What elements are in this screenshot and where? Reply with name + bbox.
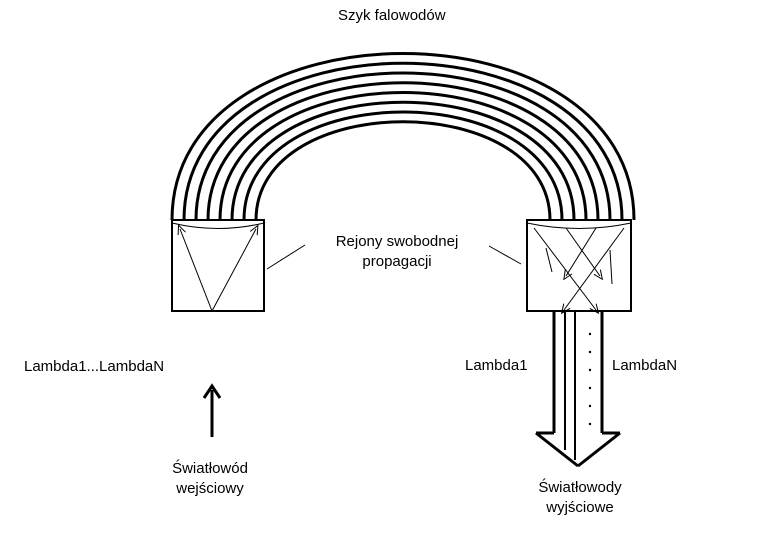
free-region-label: Rejony swobodnej propagacji [312, 232, 482, 272]
waveguide-2 [182, 61, 624, 221]
input-fiber-label-line1: Światłowód [172, 460, 248, 477]
free-region-leader-lines [266, 244, 522, 270]
output-lambda1-label: Lambda1 [465, 357, 528, 374]
waveguide-4 [206, 81, 600, 221]
waveguide-array [170, 52, 636, 221]
diagram-title: Szyk falowodów [338, 7, 446, 24]
output-fibers-arrow [535, 311, 621, 468]
output-fiber-label-line2: wyjściowe [546, 499, 614, 516]
input-fiber-label: Światłowód wejściowy [120, 459, 300, 499]
free-propagation-region-left [171, 219, 265, 312]
output-fiber-label: Światłowody wyjściowe [490, 478, 670, 518]
free-propagation-region-right [526, 219, 632, 311]
waveguide-3 [194, 71, 612, 221]
input-wavelengths-label: Lambda1...LambdaN [24, 358, 165, 375]
free-region-label-line2: propagacji [362, 253, 432, 270]
free-region-label-line1: Rejony swobodnej [335, 233, 459, 250]
waveguide-5 [218, 91, 588, 221]
waveguide-6 [230, 100, 576, 221]
output-lambdaN-label: LambdaN [612, 357, 678, 374]
waveguide-8 [254, 120, 552, 221]
input-fiber-arrow [202, 383, 222, 437]
input-fiber-label-line2: wejściowy [176, 480, 244, 497]
waveguide-1 [170, 52, 636, 221]
output-fiber-label-line1: Światłowody [538, 479, 622, 496]
waveguide-7 [242, 110, 564, 221]
